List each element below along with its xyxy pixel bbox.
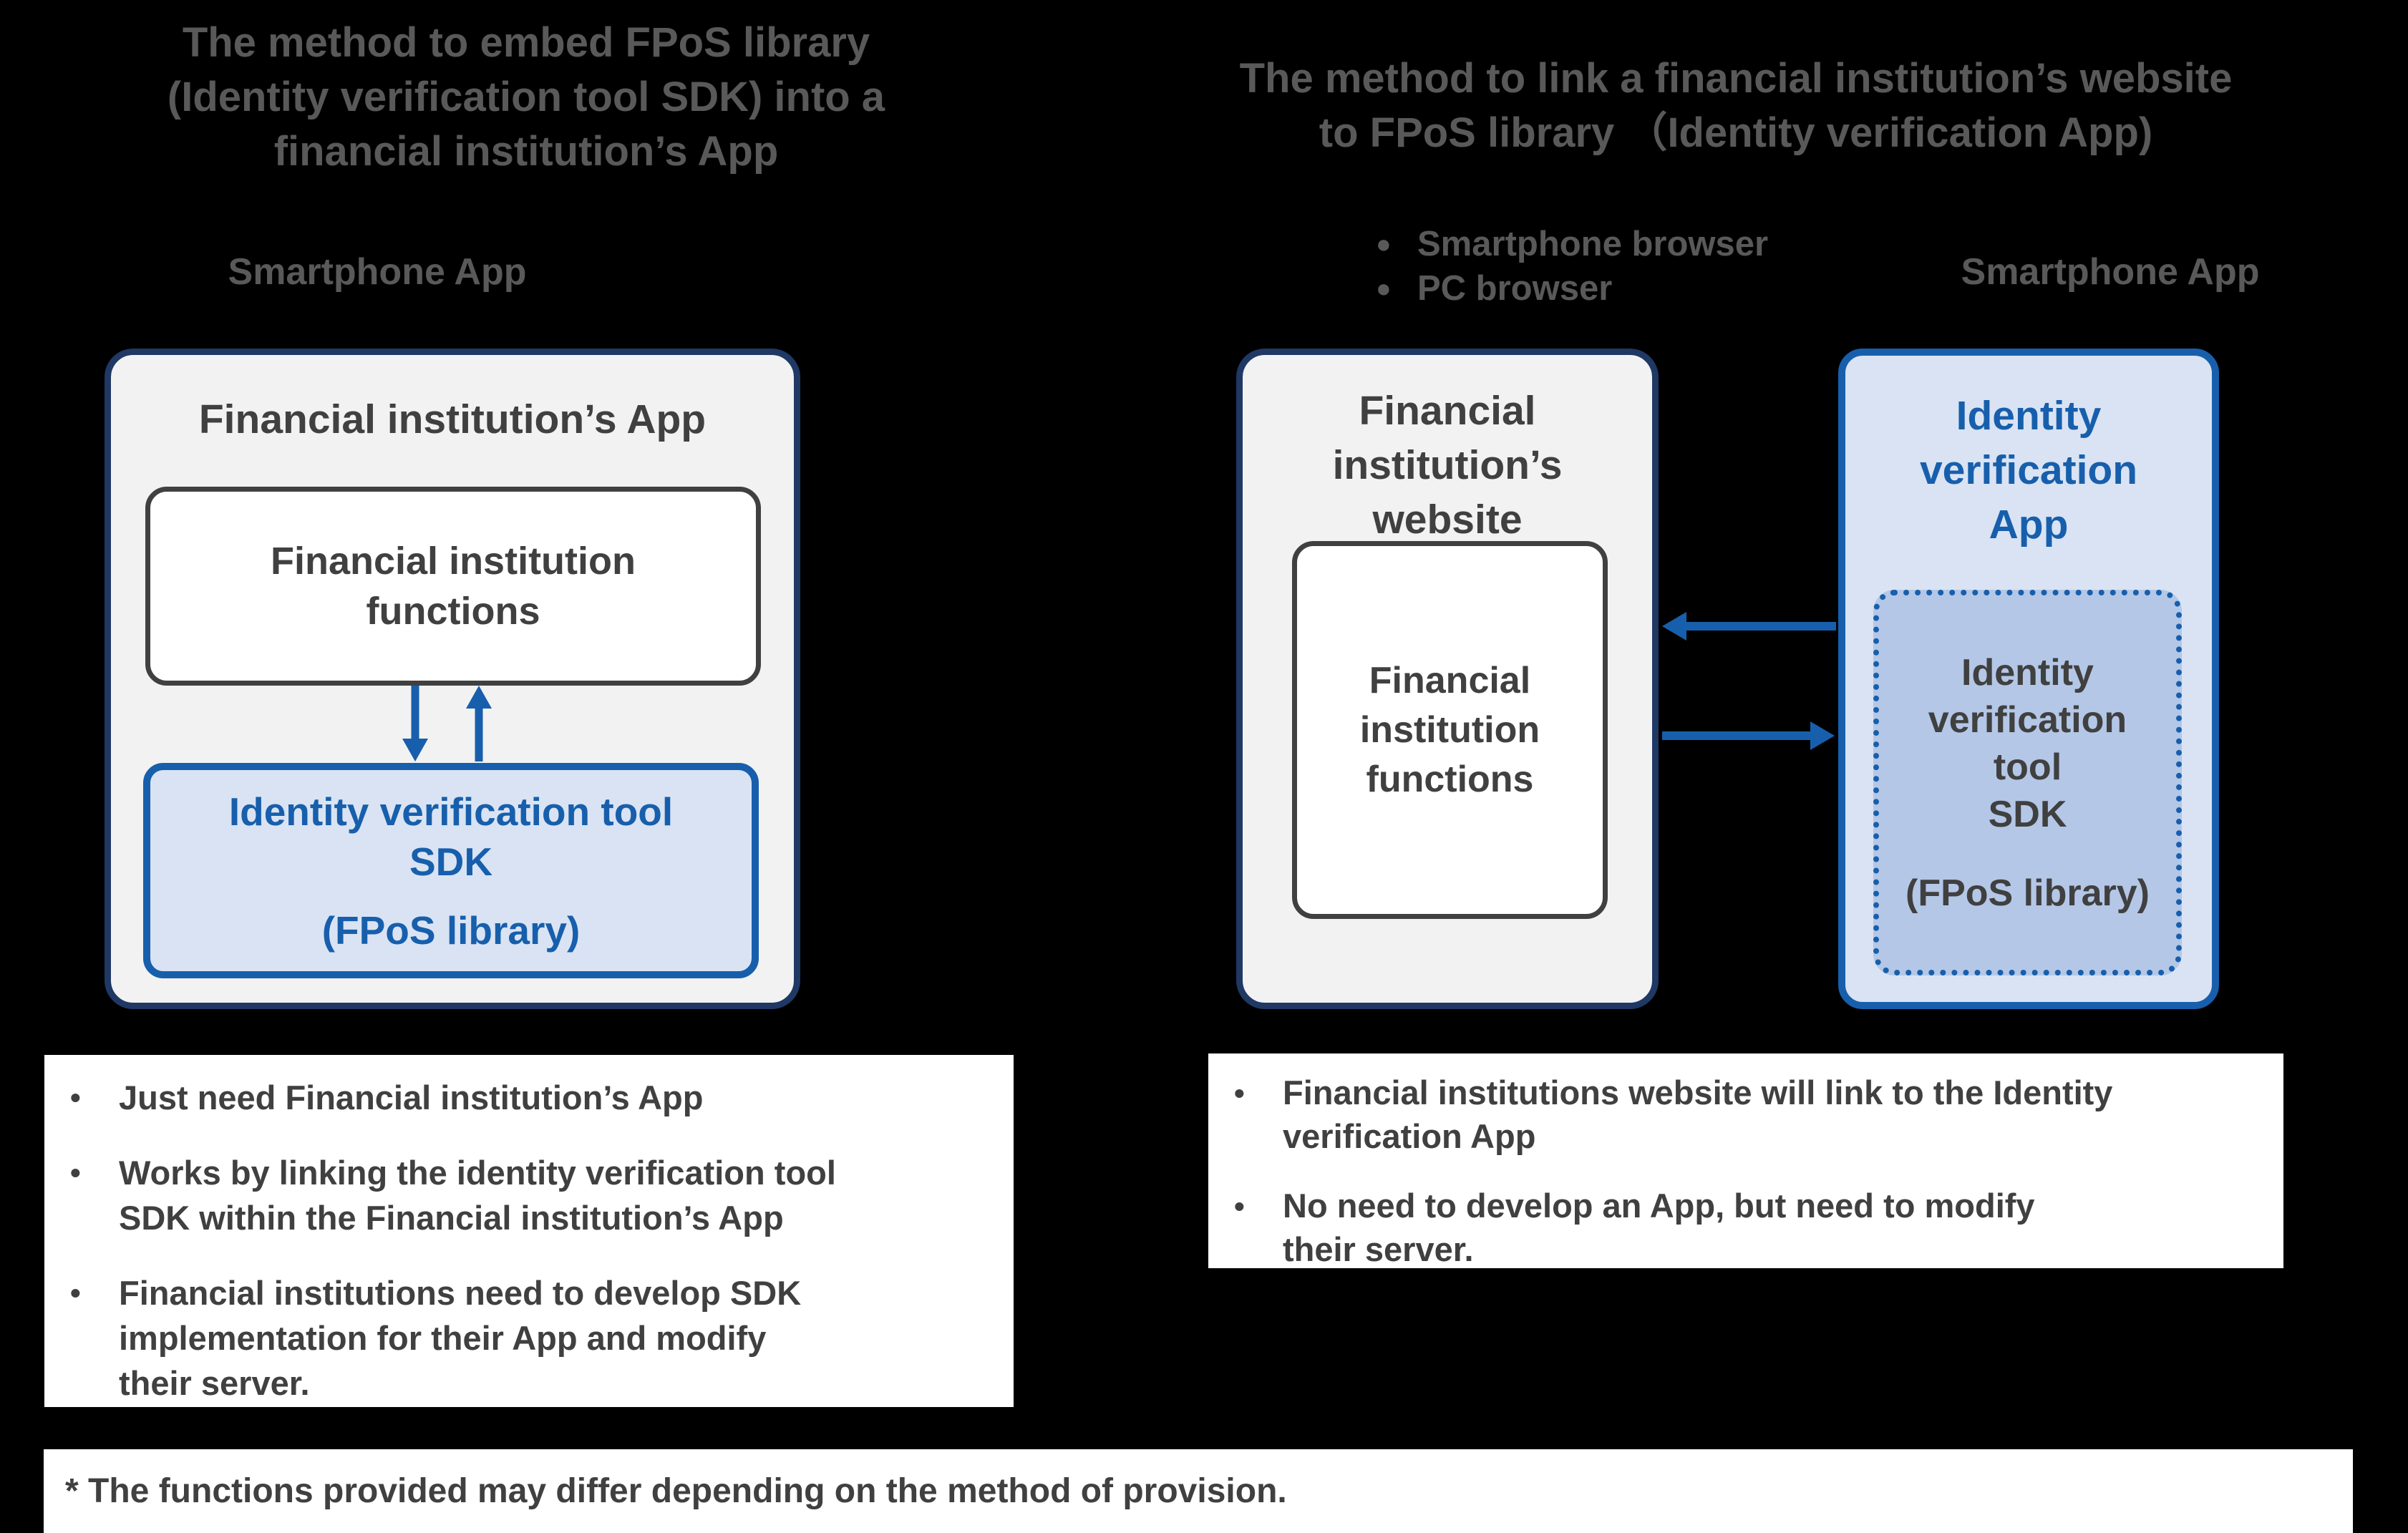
browser-item: ● PC browser [1376, 266, 1877, 311]
note-text: No need to develop an App, but need to m… [1283, 1187, 2035, 1268]
footer-note-bar: * The functions provided may differ depe… [44, 1449, 2353, 1533]
arrow-left-head [1662, 612, 1686, 641]
note-item: • No need to develop an App, but need to… [1208, 1184, 2283, 1271]
bullet-icon: • [70, 1081, 81, 1114]
note-text: Just need Financial institution’s App [119, 1079, 704, 1116]
bullet-icon: • [70, 1156, 81, 1189]
footer-note: * The functions provided may differ depe… [65, 1472, 1287, 1510]
note-item: • Financial institutions need to develop… [44, 1270, 1014, 1406]
bullet-icon: • [70, 1276, 81, 1310]
note-text: Financial institutions need to develop S… [119, 1274, 802, 1402]
left-device-label: Smartphone App [228, 251, 527, 293]
bullet-dot-icon: ● [1376, 273, 1392, 303]
note-item: • Financial institutions website will li… [1208, 1071, 2283, 1158]
browser-label: Smartphone browser [1417, 225, 1769, 263]
arrow-right-head [1810, 721, 1835, 750]
identity-sdk-sublabel: (FPoS library) [1905, 872, 2150, 914]
arrow-down-icon [402, 686, 428, 761]
arrow-down-shaft [411, 686, 419, 740]
arrow-right-shaft [1662, 731, 1812, 740]
website-functions-box: Financial institution functions [1292, 541, 1608, 919]
arrow-left-shaft [1685, 622, 1836, 631]
left-sdk-label: Identity verification tool SDK [228, 789, 674, 884]
bullet-icon: • [1234, 1076, 1245, 1110]
left-functions-box: Financial institution functions [145, 487, 761, 686]
arrow-up-head [466, 686, 492, 709]
note-text: Works by linking the identity verificati… [119, 1154, 836, 1237]
identity-app-box-title: Identity verification App [1919, 393, 2138, 548]
left-app-box-title: Financial institution’s App [198, 396, 707, 442]
left-functions-label: Financial institution functions [271, 540, 636, 633]
arrow-right-icon [1662, 721, 1835, 750]
left-sdk-box: Identity verification tool SDK (FPoS lib… [143, 763, 759, 978]
left-panel-title: The method to embed FPoS library (Identi… [167, 19, 885, 175]
left-sdk-sublabel: (FPoS library) [321, 907, 581, 953]
identity-sdk-dotted-box: Identity verification tool SDK (FPoS lib… [1873, 590, 2182, 975]
website-box-title: Financial institution’s website [1332, 388, 1563, 542]
right-panel-title: The method to link a financial instituti… [1239, 55, 2233, 156]
bullet-icon: • [1234, 1189, 1245, 1223]
arrow-up-icon [466, 686, 492, 761]
identity-sdk-label: Identity verification tool SDK [1928, 651, 2127, 835]
note-item: • Works by linking the identity verifica… [44, 1150, 1014, 1240]
right-device-label: Smartphone App [1961, 251, 2260, 293]
note-text: Financial institutions website will link… [1283, 1074, 2113, 1155]
browser-item: ● Smartphone browser [1376, 222, 1877, 266]
bullet-dot-icon: ● [1376, 229, 1392, 258]
arrow-left-icon [1662, 612, 1836, 641]
left-notes-box: • Just need Financial institution’s App … [44, 1055, 1014, 1407]
arrow-down-head [402, 739, 428, 761]
browser-list: ● Smartphone browser ● PC browser [1376, 222, 1877, 311]
right-notes-box: • Financial institutions website will li… [1208, 1053, 2283, 1268]
website-functions-label: Financial institution functions [1359, 659, 1540, 800]
browser-label: PC browser [1417, 269, 1613, 308]
arrow-up-shaft [475, 707, 483, 761]
note-item: • Just need Financial institution’s App [44, 1075, 1014, 1120]
